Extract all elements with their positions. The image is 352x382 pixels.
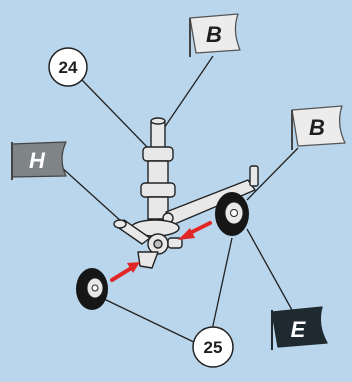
axle-hub-inner <box>153 239 163 249</box>
strut-collar-upper <box>142 146 174 162</box>
lower-fork <box>137 251 159 269</box>
callout-25-label: 25 <box>204 338 223 357</box>
callout-25: 25 <box>192 326 234 368</box>
leader-lines <box>59 55 299 346</box>
mid-strut <box>147 160 169 186</box>
flag-b-top: B <box>189 13 241 57</box>
arrow-right-wheel <box>178 221 212 240</box>
flag-h-label: H <box>29 148 46 173</box>
arrow-left-wheel <box>110 262 140 282</box>
left-fork-end <box>113 219 127 229</box>
leader-e <box>246 228 293 311</box>
flag-b-top-label: B <box>206 22 222 47</box>
flag-b-right-label: B <box>309 115 325 140</box>
leader-25-a <box>101 297 201 346</box>
leader-b-top <box>159 55 214 135</box>
lower-strut <box>147 196 169 220</box>
flag-b-right: B <box>291 105 346 150</box>
strut-top-cap <box>150 117 166 125</box>
flag-h: H <box>11 141 67 180</box>
wheel-left <box>76 268 108 310</box>
leader-h <box>59 165 123 223</box>
wheel-right-hub <box>230 209 238 217</box>
strut-collar-lower <box>140 182 176 198</box>
install-arrows <box>110 221 212 282</box>
axle-stub <box>167 237 183 249</box>
wheel-right <box>215 192 249 236</box>
flag-e: E <box>271 306 328 350</box>
wheel-left-hub <box>91 284 99 292</box>
leader-b-right <box>246 147 299 201</box>
callout-24: 24 <box>48 47 88 87</box>
brace-post <box>249 165 259 187</box>
flag-e-label: E <box>291 317 307 342</box>
leader-25-b <box>211 237 233 331</box>
landing-gear-assembly <box>113 117 259 269</box>
callout-24-label: 24 <box>59 58 78 77</box>
leader-24 <box>81 79 151 151</box>
